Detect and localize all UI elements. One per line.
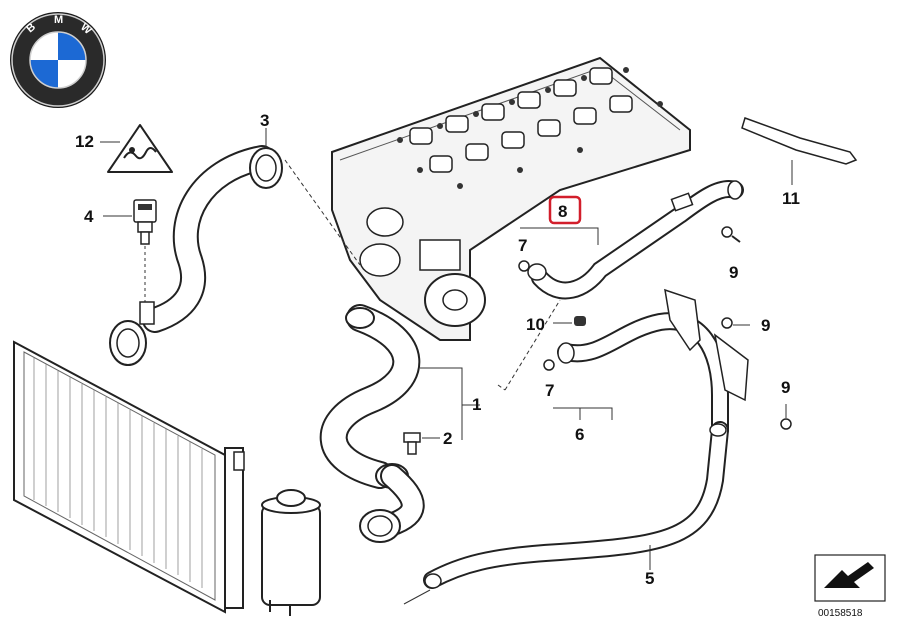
reference-box: 00158518 bbox=[814, 554, 886, 619]
expansion-tank bbox=[261, 489, 321, 616]
part-4-temperature-sensor bbox=[103, 199, 157, 305]
callout-10: 10 bbox=[526, 315, 545, 334]
callout-6: 6 bbox=[575, 425, 584, 444]
callout-9-c: 9 bbox=[781, 378, 790, 397]
callout-7-lower: 7 bbox=[545, 381, 554, 400]
part-10-plug bbox=[553, 316, 586, 326]
logo-letter-m: M bbox=[54, 14, 63, 26]
part-3-upper-hose bbox=[109, 128, 283, 366]
callout-12: 12 bbox=[75, 132, 94, 151]
part-6-return-hose bbox=[553, 288, 749, 439]
part-9-bolt-a bbox=[721, 226, 741, 243]
callout-1: 1 bbox=[472, 395, 481, 414]
callout-8: 8 bbox=[558, 202, 567, 221]
part-11-cable-tie bbox=[741, 117, 858, 185]
reference-number: 00158518 bbox=[818, 608, 863, 619]
part-5-long-hose bbox=[403, 421, 729, 605]
arrow-icon bbox=[824, 562, 874, 588]
callout-8-highlight: 8 bbox=[548, 195, 582, 225]
reference-lines bbox=[284, 159, 561, 391]
callout-4: 4 bbox=[84, 207, 94, 226]
part-2-bleed-screw bbox=[403, 432, 440, 455]
callout-2: 2 bbox=[443, 429, 452, 448]
part-9-bolt-b bbox=[721, 317, 750, 329]
radiator bbox=[13, 340, 245, 614]
callout-9-b: 9 bbox=[761, 316, 770, 335]
callout-3: 3 bbox=[260, 111, 269, 130]
part-8-heater-hose bbox=[520, 180, 744, 300]
engine-cylinder-head bbox=[331, 56, 691, 341]
part-9-bolt-c bbox=[780, 404, 792, 430]
part-12-warning-label bbox=[100, 124, 173, 173]
part-1-lower-hose bbox=[319, 304, 480, 543]
part-7-lower-clamp bbox=[543, 359, 555, 371]
callout-7-upper: 7 bbox=[518, 236, 527, 255]
part-7-upper-clamp bbox=[518, 260, 530, 272]
callout-11: 11 bbox=[782, 189, 800, 208]
bolt-icons bbox=[721, 226, 792, 430]
bmw-logo: B M W bbox=[10, 12, 106, 108]
callout-5: 5 bbox=[645, 569, 654, 588]
callout-9-a: 9 bbox=[729, 263, 738, 282]
